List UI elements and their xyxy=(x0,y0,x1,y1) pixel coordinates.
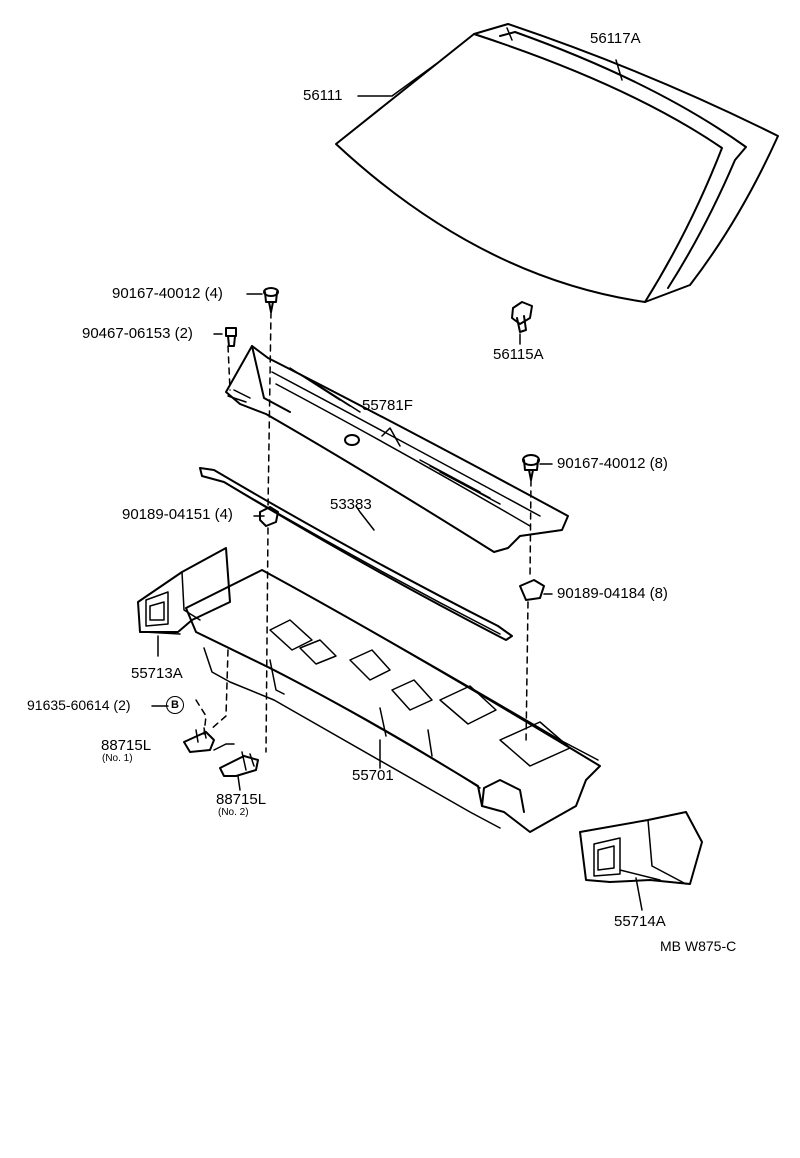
label-screw-top: 90167-40012 (4) xyxy=(112,285,223,302)
louver-seal-strip xyxy=(199,467,513,641)
label-cowl-panel: 55701 xyxy=(352,767,394,784)
diagram-code: MB W875-C xyxy=(660,938,737,954)
clip-icon xyxy=(225,327,237,347)
nut-icon xyxy=(519,579,545,601)
screw-icon xyxy=(263,287,279,313)
label-cowl-louver: 55781F xyxy=(362,397,413,414)
molding-clip-icon xyxy=(511,301,533,333)
label-clamp-no1: 88715L xyxy=(101,737,152,754)
side-bracket-left xyxy=(137,547,231,635)
label-clamp-no2-sub: (No. 2) xyxy=(218,807,249,818)
label-clip-top: 90467-06153 (2) xyxy=(82,325,193,342)
label-side-bracket-right: 55714A xyxy=(614,913,666,930)
label-screw-right: 90167-40012 (8) xyxy=(557,455,668,472)
clamp-icon xyxy=(219,751,259,777)
label-bolt-b: 91635-60614 (2) xyxy=(27,697,131,713)
label-windshield-molding: 56117A xyxy=(590,30,641,47)
alignment-lines xyxy=(195,311,532,753)
windshield-glass xyxy=(335,23,779,303)
label-louver-seal: 53383 xyxy=(330,496,372,513)
bolt-b-icon: B xyxy=(166,696,184,714)
label-molding-clip: 56115A xyxy=(493,346,544,363)
label-side-bracket-left: 55713A xyxy=(131,665,183,682)
label-nut-right: 90189-04184 (8) xyxy=(557,585,668,602)
label-clamp-no1-sub: (No. 1) xyxy=(102,753,133,764)
leader-lines xyxy=(151,59,643,911)
label-windshield: 56111 xyxy=(303,87,343,104)
nut-icon xyxy=(259,506,279,527)
clamp-icon xyxy=(183,727,215,753)
label-clamp-no2: 88715L xyxy=(216,791,267,808)
side-bracket-right xyxy=(579,811,703,885)
label-nut-left: 90189-04151 (4) xyxy=(122,506,233,523)
cowl-louver xyxy=(225,345,569,553)
screw-icon xyxy=(522,454,540,481)
cowl-panel xyxy=(185,569,601,833)
